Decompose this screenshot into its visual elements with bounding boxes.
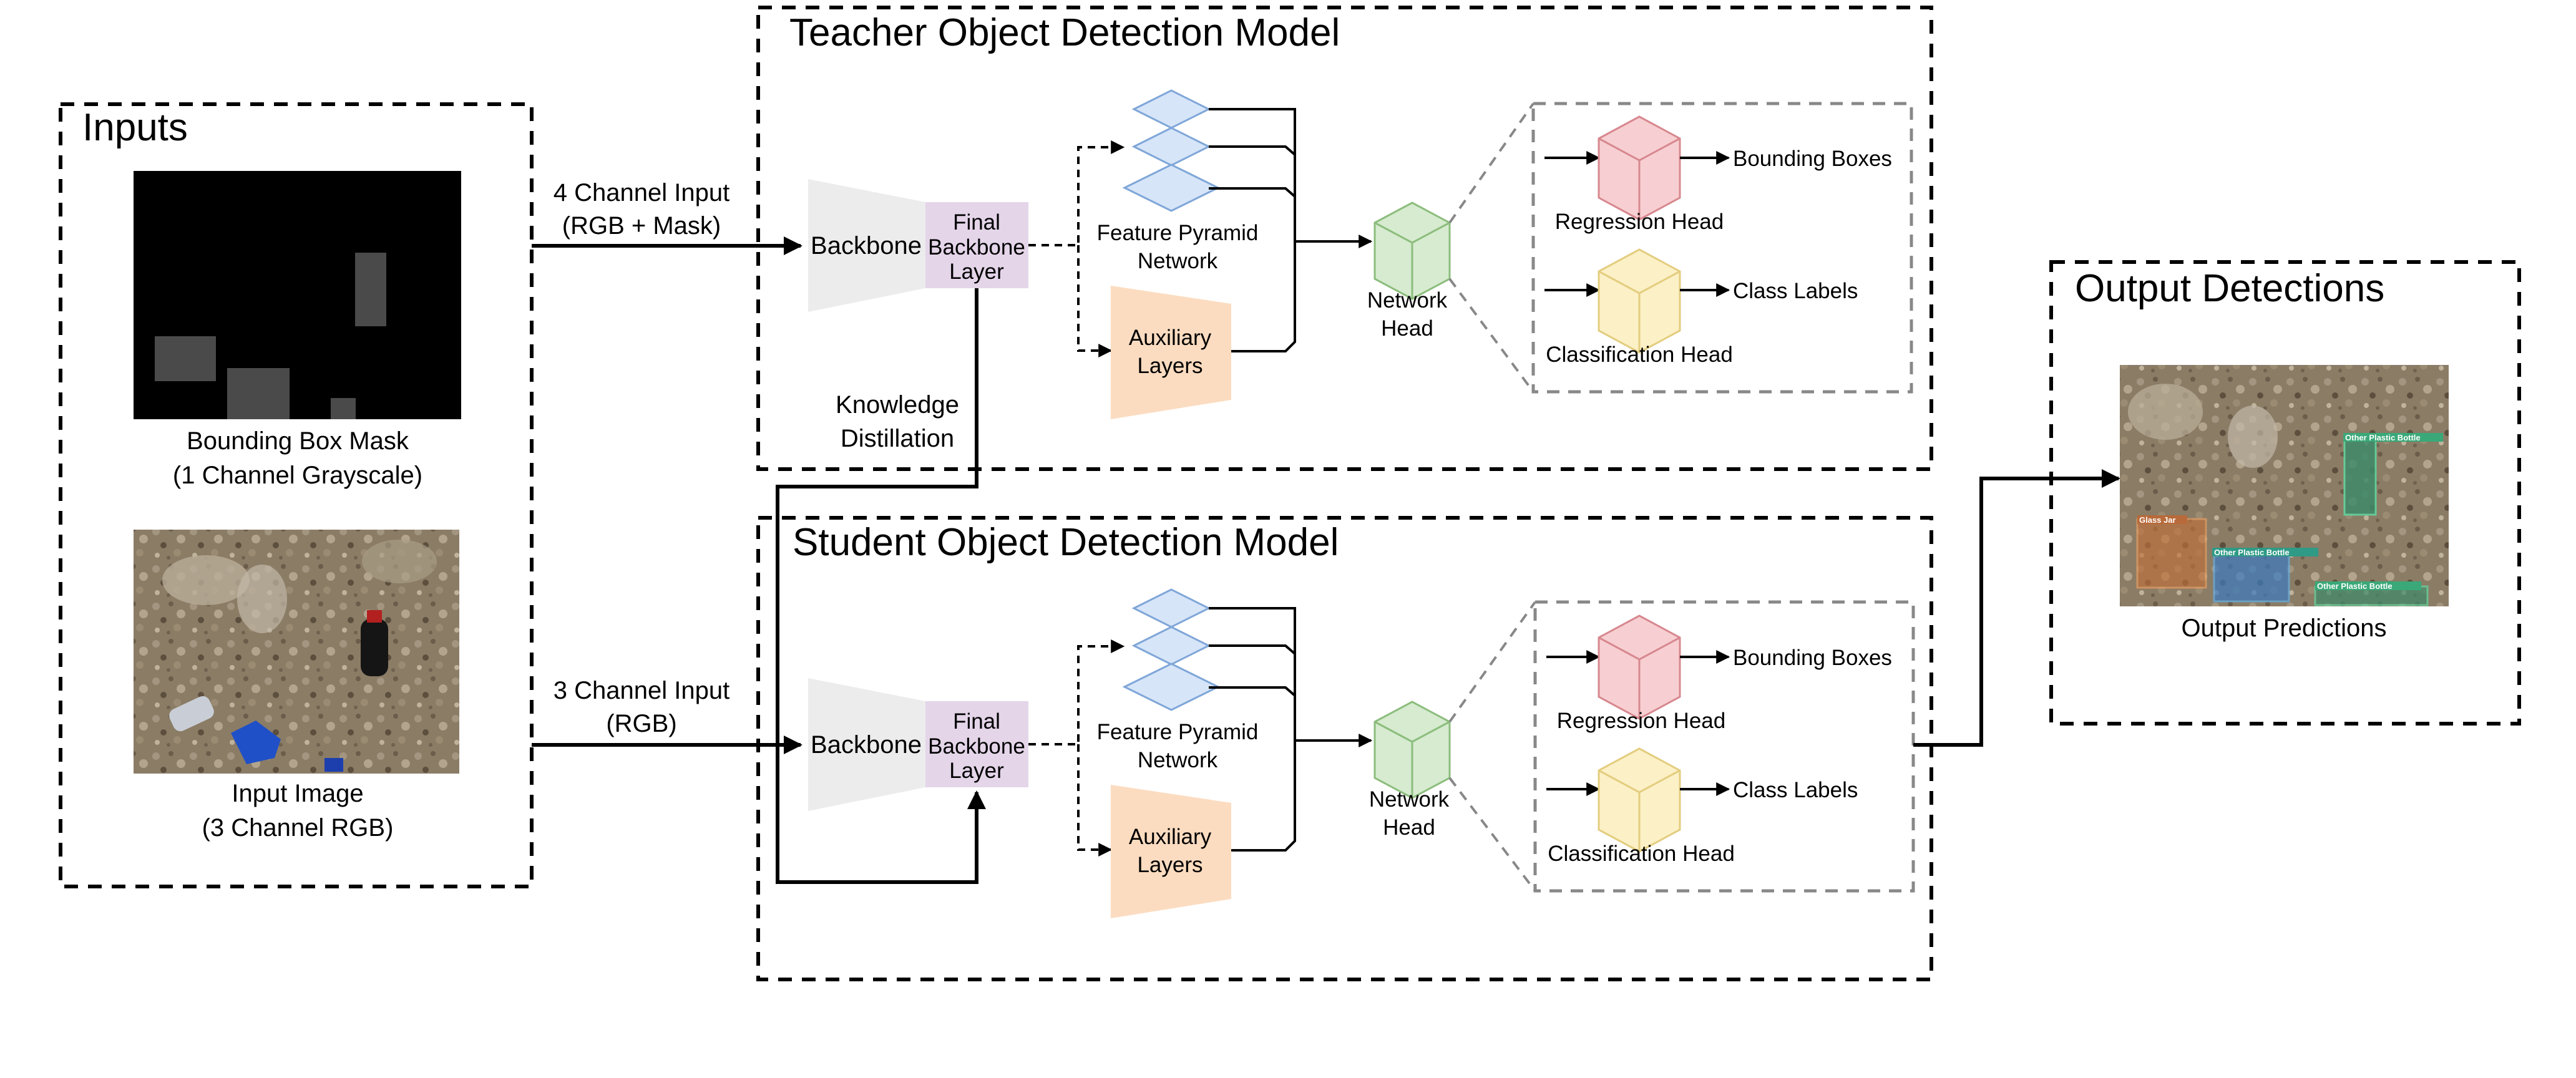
student-final-backbone-layer (925, 701, 1028, 787)
student-backbone-label: Backbone (811, 731, 922, 759)
student-network-head-icon (1373, 701, 1451, 799)
detection-label-2: Glass Jar (2139, 515, 2176, 525)
teacher-head-label-1: Network (1367, 288, 1448, 313)
detection-label-4: Other Plastic Bottle (2317, 581, 2393, 591)
teacher-fpn-label-2: Network (1138, 249, 1218, 273)
teacher-input-label-1: 4 Channel Input (554, 179, 729, 206)
student-backbone (808, 678, 925, 811)
teacher-final-label-3: Layer (949, 260, 1004, 284)
teacher-final-label-1: Final (953, 210, 1000, 235)
input-photo (134, 530, 459, 774)
output-caption: Output Predictions (2181, 614, 2386, 642)
student-regression-label: Regression Head (1557, 709, 1725, 733)
teacher-aux-label-2: Layers (1137, 354, 1203, 378)
student-title: Student Object Detection Model (793, 521, 1339, 564)
student-head-label-1: Network (1369, 787, 1450, 812)
teacher-regression-label: Regression Head (1555, 210, 1724, 234)
teacher-backbone (808, 179, 925, 312)
output-panel: Output Detections Other Plastic Bottle G… (2049, 260, 2521, 726)
student-aux-label-1: Auxiliary (1129, 825, 1212, 849)
student-class-output: Class Labels (1733, 778, 1858, 802)
teacher-aux-label-1: Auxiliary (1129, 326, 1212, 350)
teacher-class-output: Class Labels (1733, 279, 1858, 303)
detection-label-1: Other Plastic Bottle (2345, 433, 2421, 442)
student-head-label-2: Head (1383, 815, 1435, 840)
image-caption-line2: (3 Channel RGB) (202, 814, 394, 842)
student-auxiliary-layers (1111, 785, 1231, 918)
teacher-backbone-label: Backbone (811, 232, 922, 260)
inputs-title: Inputs (82, 106, 188, 149)
student-classification-label: Classification Head (1548, 842, 1735, 866)
teacher-classification-head-icon (1598, 248, 1681, 354)
teacher-final-backbone-layer (925, 202, 1028, 288)
detection-label-3: Other Plastic Bottle (2214, 548, 2290, 557)
student-input-label-1: 3 Channel Input (554, 677, 729, 704)
bounding-box-mask-image (134, 171, 461, 419)
student-final-label-3: Layer (949, 759, 1004, 783)
student-aux-label-2: Layers (1137, 853, 1203, 877)
student-regression-head-icon (1598, 614, 1681, 720)
student-input-label-2: (RGB) (606, 710, 676, 737)
teacher-network-head-icon (1373, 202, 1451, 300)
teacher-fpn-label-1: Feature Pyramid (1097, 221, 1259, 245)
teacher-auxiliary-layers (1111, 286, 1231, 419)
student-fpn-label-1: Feature Pyramid (1097, 720, 1259, 744)
teacher-model-panel: Teacher Object Detection Model Backbone … (756, 6, 1933, 471)
image-caption-line1: Input Image (232, 780, 363, 807)
output-arrow (1913, 469, 2120, 747)
output-title: Output Detections (2075, 267, 2384, 310)
student-model-panel: Student Object Detection Model Backbone … (756, 516, 1933, 981)
output-predictions-image: Other Plastic Bottle Glass Jar Other Pla… (2120, 365, 2449, 606)
mask-caption-line2: (1 Channel Grayscale) (173, 462, 422, 489)
teacher-title: Teacher Object Detection Model (789, 11, 1340, 54)
teacher-input-label-2: (RGB + Mask) (562, 212, 721, 240)
teacher-bbox-output: Bounding Boxes (1733, 147, 1892, 171)
student-classification-head-icon (1598, 747, 1681, 853)
inputs-panel: Inputs Bounding Box Mask (1 Channel Gray… (59, 102, 534, 888)
student-fpn-icon (1123, 588, 1219, 711)
student-fpn-label-2: Network (1138, 748, 1218, 772)
student-bbox-output: Bounding Boxes (1733, 646, 1892, 670)
teacher-head-label-2: Head (1381, 316, 1433, 341)
mask-caption-line1: Bounding Box Mask (187, 427, 409, 455)
teacher-fpn-icon (1123, 89, 1219, 212)
teacher-final-label-2: Backbone (928, 235, 1025, 260)
teacher-regression-head-icon (1598, 115, 1681, 221)
teacher-classification-label: Classification Head (1546, 342, 1733, 367)
distillation-label-1: Knowledge (836, 391, 959, 419)
knowledge-distillation-arrow (776, 288, 986, 884)
student-final-label-1: Final (953, 709, 1000, 734)
student-final-label-2: Backbone (928, 734, 1025, 759)
distillation-label-2: Distillation (841, 425, 954, 452)
